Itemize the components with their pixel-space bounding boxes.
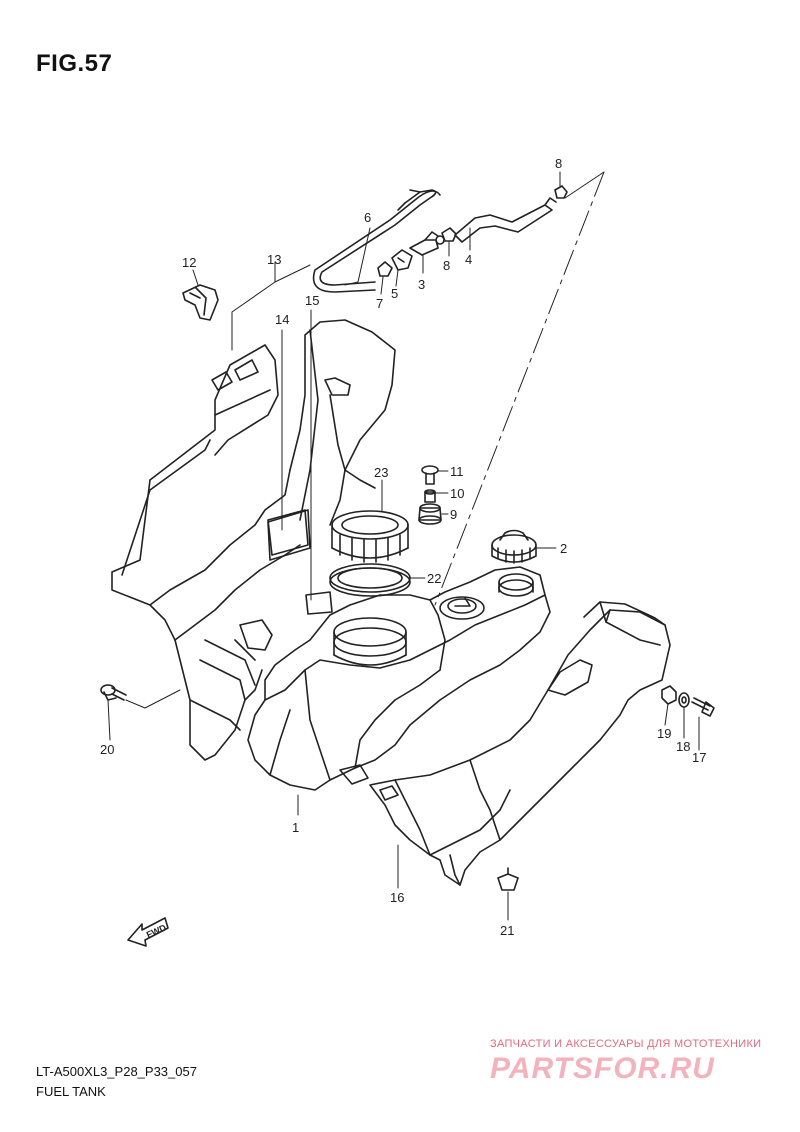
collar-part-19 bbox=[661, 685, 677, 705]
clip-part-21 bbox=[497, 867, 519, 891]
callout-20: 20 bbox=[100, 742, 114, 757]
leader-lines bbox=[107, 171, 700, 921]
figure-title: FIG.57 bbox=[36, 50, 113, 77]
gasket-part-22 bbox=[329, 563, 411, 597]
bolt-part-20 bbox=[100, 684, 127, 701]
bolt-part-11 bbox=[421, 465, 439, 485]
cushion-part-9 bbox=[418, 503, 442, 525]
callout-17: 17 bbox=[692, 750, 706, 765]
callout-22: 22 bbox=[427, 571, 441, 586]
callout-3: 3 bbox=[418, 277, 425, 292]
callout-7: 7 bbox=[376, 296, 383, 311]
clamp-part-5 bbox=[391, 249, 413, 271]
callout-11: 11 bbox=[450, 464, 464, 479]
valve-part-3 bbox=[409, 231, 445, 256]
fwd-arrow-label: FWD bbox=[145, 922, 168, 940]
cushion-part-15 bbox=[305, 591, 333, 615]
model-code: LT-A500XL3_P28_P33_057 bbox=[36, 1064, 197, 1079]
fuel-cap-part-2 bbox=[491, 529, 537, 564]
breather-hose-part-6 bbox=[312, 189, 441, 293]
filler-collar bbox=[498, 573, 534, 597]
callout-9: 9 bbox=[450, 507, 457, 522]
rear-guard-part-13 bbox=[111, 319, 396, 761]
phantom-leader bbox=[434, 171, 605, 606]
clip-part-8-b bbox=[441, 227, 457, 242]
callout-6: 6 bbox=[364, 210, 371, 225]
ring-nut-part-23 bbox=[331, 510, 409, 563]
clip-part-12 bbox=[182, 284, 219, 321]
callout-8: 8 bbox=[555, 156, 562, 171]
callout-21: 21 bbox=[500, 923, 514, 938]
callout-5: 5 bbox=[391, 286, 398, 301]
washer-part-18 bbox=[678, 692, 690, 708]
plate-part-14 bbox=[267, 509, 311, 561]
callout-14: 14 bbox=[275, 312, 289, 327]
callout-19: 19 bbox=[657, 726, 671, 741]
filler-neck bbox=[333, 617, 407, 666]
callout-13: 13 bbox=[267, 252, 281, 267]
section-name: FUEL TANK bbox=[36, 1084, 106, 1099]
clip-part-8-a bbox=[554, 185, 568, 199]
callout-2: 2 bbox=[560, 541, 567, 556]
breather-hose-part-4 bbox=[454, 197, 557, 243]
side-cover-part-16 bbox=[369, 601, 671, 886]
callout-23: 23 bbox=[374, 465, 388, 480]
bolt-part-17 bbox=[691, 697, 715, 717]
watermark-caption: ЗАПЧАСТИ И АКСЕССУАРЫ ДЛЯ МОТОТЕХНИКИ bbox=[490, 1038, 762, 1050]
fuel-tank-part-1 bbox=[247, 566, 551, 791]
fwd-arrow-icon bbox=[127, 917, 169, 947]
callout-8-b: 8 bbox=[443, 258, 450, 273]
callout-12: 12 bbox=[182, 255, 196, 270]
callout-16: 16 bbox=[390, 890, 404, 905]
callout-15: 15 bbox=[305, 293, 319, 308]
callout-10: 10 bbox=[450, 486, 464, 501]
collar-part-10 bbox=[424, 489, 436, 503]
callout-18: 18 bbox=[676, 739, 690, 754]
callout-1: 1 bbox=[292, 820, 299, 835]
callout-4: 4 bbox=[465, 252, 472, 267]
clip-part-7 bbox=[377, 261, 393, 277]
watermark-logo: PARTSFOR.RU bbox=[490, 1052, 715, 1085]
pump-flange bbox=[439, 596, 485, 620]
